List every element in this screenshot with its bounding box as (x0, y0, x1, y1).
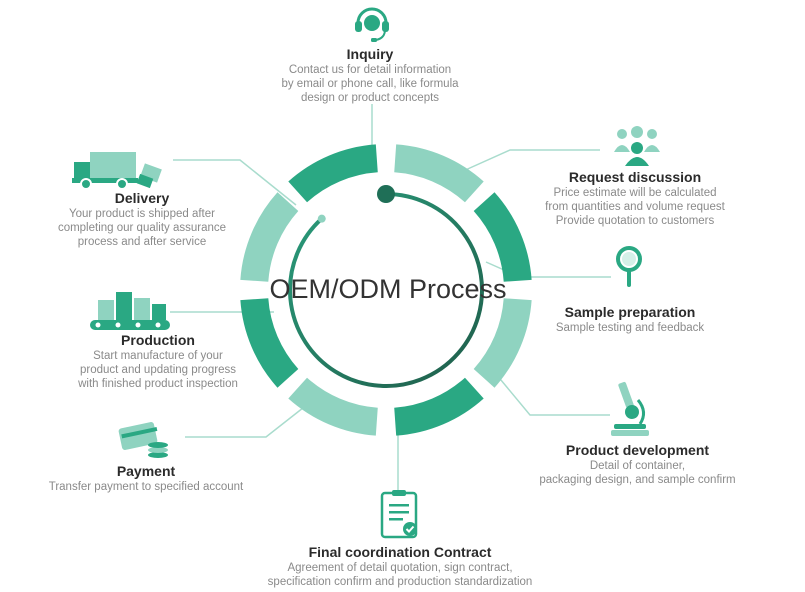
arc-end-dot (317, 214, 326, 223)
desc-line: from quantities and volume request (545, 201, 725, 213)
clipboard-check-icon (380, 490, 418, 539)
desc-line: completing our quality assurance (57, 222, 227, 234)
step-description: Start manufacture of your product and up… (58, 349, 258, 391)
card-coins-icon (118, 422, 168, 458)
desc-line: design or product concepts (300, 92, 440, 104)
step-request-discussion: Request discussion Price estimate will b… (525, 169, 745, 228)
step-description: Sample testing and feedback (540, 321, 720, 335)
inner-progress-arc (288, 192, 484, 388)
step-title: Product development (565, 442, 710, 458)
ring-segment (288, 377, 378, 436)
desc-line: by email or phone call, like formula (281, 78, 459, 90)
team-icon (614, 126, 660, 166)
headset-icon (355, 7, 389, 42)
step-inquiry: Inquiry Contact us for detail informatio… (255, 46, 485, 105)
ring-segment (240, 192, 299, 282)
desc-line: process and after service (77, 236, 207, 248)
step-title: Sample preparation (564, 304, 696, 320)
desc-line: Agreement of detail quotation, sign cont… (287, 562, 513, 574)
desc-line: Contact us for detail information (288, 64, 452, 76)
step-title: Payment (116, 463, 176, 479)
microscope-icon (611, 381, 649, 436)
desc-line: Transfer payment to specified account (48, 481, 244, 493)
step-description: Agreement of detail quotation, sign cont… (245, 561, 555, 589)
ring-segment (288, 144, 378, 203)
step-payment: Payment Transfer payment to specified ac… (40, 463, 252, 494)
step-title: Production (121, 332, 195, 348)
step-title: Delivery (114, 190, 170, 206)
magnifier-icon (616, 246, 642, 287)
step-description: Transfer payment to specified account (40, 480, 252, 494)
ring-segment (473, 298, 532, 388)
step-description: Contact us for detail information by ema… (255, 63, 485, 105)
desc-line: Detail of container, (589, 460, 686, 472)
conveyor-icon (90, 292, 170, 330)
center-title: OEM/ODM Process (269, 274, 507, 304)
step-sample-preparation: Sample preparation Sample testing and fe… (540, 304, 720, 335)
step-production: Production Start manufacture of your pro… (58, 332, 258, 391)
ring-segment (240, 298, 299, 388)
ring-segment (394, 144, 484, 203)
ring-segment (473, 192, 532, 282)
ring-segment (394, 377, 484, 436)
step-title: Final coordination Contract (308, 544, 492, 560)
desc-line: Start manufacture of your (93, 350, 223, 362)
desc-line: Sample testing and feedback (555, 322, 705, 334)
connector-line (185, 403, 309, 438)
arc-start-dot (377, 185, 395, 203)
step-description: Price estimate will be calculated from q… (525, 186, 745, 228)
truck-icon (72, 152, 162, 190)
step-description: Detail of container, packaging design, a… (525, 459, 750, 487)
step-description: Your product is shipped after completing… (42, 207, 242, 249)
connector-line (451, 149, 600, 177)
step-title: Request discussion (568, 169, 702, 185)
step-delivery: Delivery Your product is shipped after c… (42, 190, 242, 249)
desc-line: product and updating progress (80, 364, 236, 376)
connector-line (173, 159, 297, 206)
desc-line: with finished product inspection (78, 378, 238, 390)
step-title: Inquiry (346, 46, 394, 62)
desc-line: specification confirm and production sta… (267, 576, 533, 588)
desc-line: packaging design, and sample confirm (539, 474, 736, 486)
desc-line: Provide quotation to customers (555, 215, 715, 227)
step-final-coordination: Final coordination Contract Agreement of… (245, 544, 555, 589)
desc-line: Price estimate will be calculated (553, 187, 717, 199)
desc-line: Your product is shipped after (69, 208, 215, 220)
step-product-development: Product development Detail of container,… (525, 442, 750, 487)
